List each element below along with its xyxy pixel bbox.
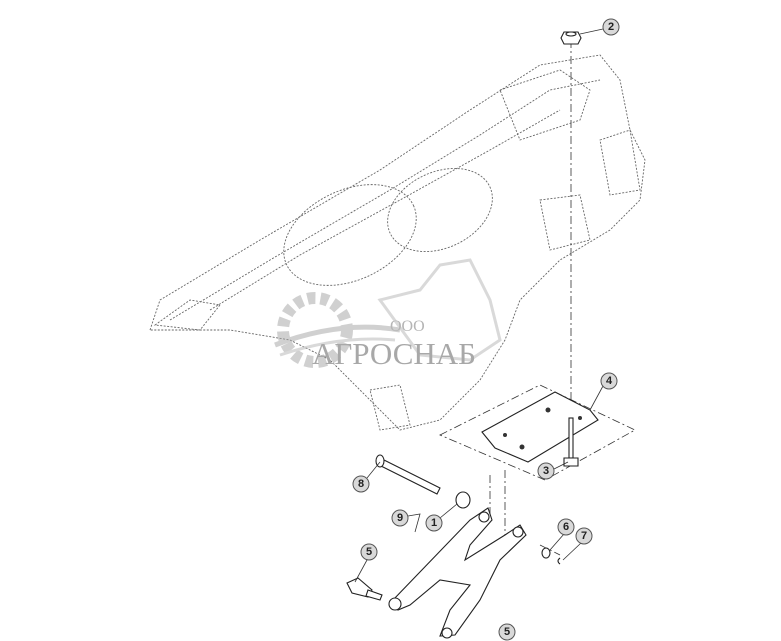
callout-6: 6 (557, 518, 575, 536)
callout-3: 3 (537, 462, 555, 480)
svg-text:9: 9 (397, 512, 403, 524)
mount-plane (439, 384, 636, 481)
callout-5a: 5 (360, 543, 378, 561)
svg-text:8: 8 (358, 478, 364, 490)
svg-text:4: 4 (606, 375, 613, 387)
leader-lines (354, 28, 604, 583)
svg-text:1: 1 (431, 517, 437, 529)
nut (560, 31, 582, 45)
svg-text:5: 5 (366, 546, 372, 558)
svg-text:7: 7 (581, 530, 587, 542)
watermark-name: АГРОСНАБ (312, 336, 476, 371)
callout-8: 8 (352, 475, 370, 493)
callout-1: 1 (425, 514, 443, 532)
callout-7: 7 (575, 527, 593, 545)
callout-4: 4 (600, 372, 618, 390)
mounting-bracket (481, 391, 599, 463)
svg-text:2: 2 (608, 21, 614, 33)
svg-text:3: 3 (543, 465, 549, 477)
chassis-outline (149, 54, 646, 431)
callout-9: 9 (391, 509, 409, 527)
svg-text:6: 6 (563, 521, 569, 533)
callout-2: 2 (602, 18, 620, 36)
clip (557, 557, 561, 565)
callout-5b: 5 (498, 623, 516, 641)
control-arm (388, 507, 527, 639)
washer (541, 547, 551, 559)
watermark-prefix: ООО (390, 318, 425, 335)
bolt (563, 417, 579, 467)
svg-text:5: 5 (504, 626, 510, 638)
watermark-logo (274, 258, 502, 368)
pin (375, 454, 441, 495)
bolt (346, 577, 383, 601)
bushing (455, 491, 471, 509)
